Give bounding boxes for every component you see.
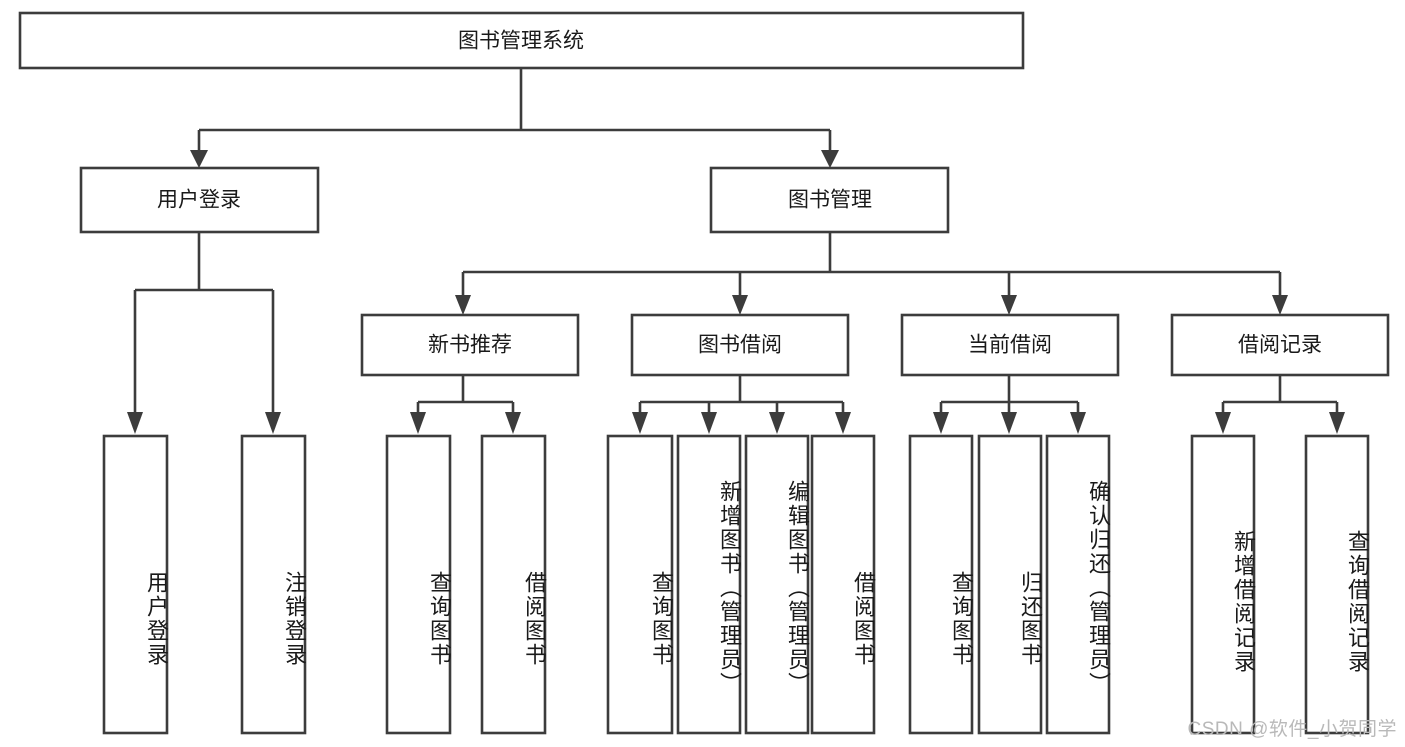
node-book-borrow[interactable]	[630, 313, 850, 377]
leaf-book-borrow-2[interactable]	[744, 434, 810, 735]
arrowhead-bookborrow-leaf4	[835, 412, 851, 434]
label-book-management: 图书管理	[788, 189, 872, 212]
leaf-borrow-records-1[interactable]	[1304, 434, 1370, 735]
arrowhead-bookborrow	[732, 295, 748, 315]
arrowhead-newbook	[455, 295, 471, 315]
arrowhead-borrowrecords-leaf1	[1215, 412, 1231, 434]
label-root: 图书管理系统	[458, 30, 584, 53]
leaf-current-borrow-1[interactable]	[977, 434, 1043, 735]
arrowhead-currentborrow	[1001, 295, 1017, 315]
label-borrow-records: 借阅记录	[1238, 334, 1322, 357]
leaf-user-login-0[interactable]	[102, 434, 169, 735]
leaf-book-borrow-0[interactable]	[606, 434, 674, 735]
arrowhead-borrowrecords	[1272, 295, 1288, 315]
arrowhead-newbook-leaf2	[505, 412, 521, 434]
leaf-book-borrow-3[interactable]	[810, 434, 876, 735]
arrowhead-currentborrow-leaf2	[1001, 412, 1017, 434]
arrowhead-currentborrow-leaf3	[1070, 412, 1086, 434]
arrowhead-leaf-user-login	[127, 412, 143, 434]
arrowhead-currentborrow-leaf1	[933, 412, 949, 434]
arrowhead-borrowrecords-leaf2	[1329, 412, 1345, 434]
connector-group	[127, 68, 1345, 434]
watermark-text: CSDN @软件_小贺同学	[1187, 719, 1397, 740]
node-new-book-recommend[interactable]	[360, 313, 580, 377]
node-book-management[interactable]	[709, 166, 950, 234]
arrowhead-newbook-leaf1	[410, 412, 426, 434]
label-user-login: 用户登录	[157, 189, 241, 212]
leaf-current-borrow-0[interactable]	[908, 434, 974, 735]
leaf-user-login-1[interactable]	[240, 434, 307, 735]
arrowhead-bookborrow-leaf3	[769, 412, 785, 434]
node-user-login[interactable]	[79, 166, 320, 234]
leaf-new-book-0[interactable]	[385, 434, 452, 735]
leaf-book-borrow-1[interactable]	[676, 434, 742, 735]
leaf-new-book-1[interactable]	[480, 434, 547, 735]
label-current-borrow: 当前借阅	[968, 334, 1052, 357]
arrowhead-user-login	[190, 150, 208, 168]
node-label-group: 图书管理系统 用户登录 图书管理 新书推荐 图书借阅 当前借阅 借阅记录	[157, 30, 1322, 357]
node-root[interactable]	[18, 11, 1025, 70]
arrowhead-bookborrow-leaf1	[632, 412, 648, 434]
leaf-current-borrow-2[interactable]	[1045, 434, 1111, 735]
leaf-borrow-records-0[interactable]	[1190, 434, 1256, 735]
arrowhead-book-mgmt	[821, 150, 839, 168]
arrowhead-leaf-logout	[265, 412, 281, 434]
node-borrow-records[interactable]	[1170, 313, 1390, 377]
label-new-book-recommend: 新书推荐	[428, 334, 512, 357]
node-box-group	[18, 11, 1390, 735]
arrowhead-bookborrow-leaf2	[701, 412, 717, 434]
label-book-borrow: 图书借阅	[698, 334, 782, 357]
node-current-borrow[interactable]	[900, 313, 1120, 377]
